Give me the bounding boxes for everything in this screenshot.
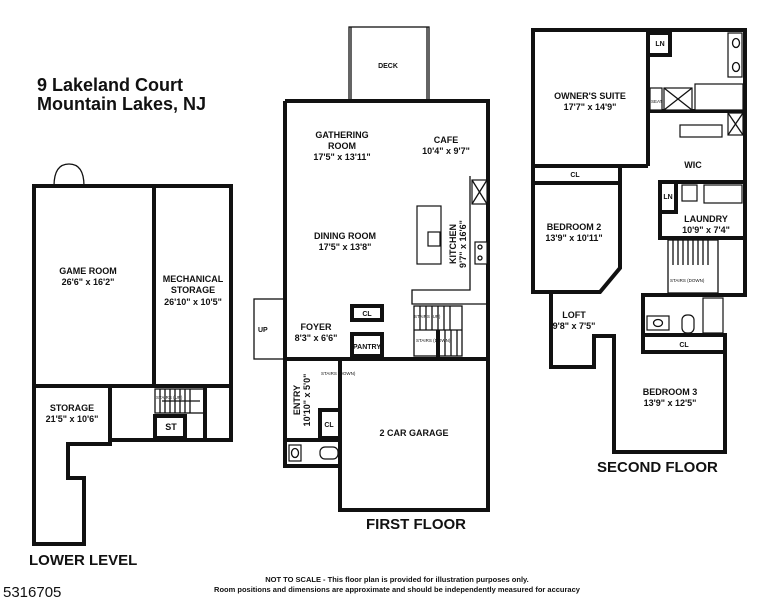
lower-stairs-label: STAIRS (UP) [156, 395, 183, 400]
lower-level-outline [32, 184, 233, 546]
storage-dim: 21'5" x 10'6" [46, 414, 99, 424]
bedroom3-name: BEDROOM 3 [643, 387, 698, 397]
cafe-dim: 10'4" x 9'7" [422, 146, 470, 156]
pantry [350, 332, 384, 358]
laundry-linen-label: LN [663, 194, 672, 201]
vanity [727, 32, 743, 78]
bedroom2-dim: 13'9" x 10'11" [545, 233, 602, 243]
bedroom3-closet [641, 333, 727, 354]
second-stairs-label: STAIRS (DOWN) [670, 278, 705, 283]
laundry-dim: 10'9" x 7'4" [682, 225, 730, 235]
garage-name: 2 CAR GARAGE [379, 428, 448, 438]
kitchen-dim: 9'7" x 16'6" [458, 220, 468, 268]
entry-closet-label: CL [324, 422, 334, 429]
bedroom3-dim: 13'9" x 12'5" [644, 398, 697, 408]
hall-tub [702, 297, 724, 334]
st-label: ST [165, 422, 177, 432]
suite-linen-label: LN [655, 41, 664, 48]
hall-toilet [681, 314, 695, 334]
deck-label: DECK [378, 63, 398, 70]
first-floor-west [283, 101, 340, 468]
seat-label: SEAT [651, 99, 663, 104]
mechanical-dim: 26'10" x 10'5" [164, 297, 222, 307]
tub [694, 83, 744, 111]
first-floor-plan: STAIRS (UP) STAIRS (DOWN) STAIRS (DOWN) … [253, 26, 490, 512]
laundry-name: LAUNDRY [684, 214, 728, 224]
front-porch [253, 298, 286, 360]
mechanical-name-1: MECHANICAL [163, 274, 224, 284]
disclaimer-line-2: Room positions and dimensions are approx… [214, 585, 581, 594]
first-stairs-up-label: STAIRS (UP) [414, 314, 441, 319]
second-floor-label: SECOND FLOOR [597, 459, 718, 476]
gathering-dim: 17'5" x 13'11" [313, 152, 370, 162]
game-room-dim: 26'6" x 16'2" [62, 277, 115, 287]
seat [649, 87, 663, 111]
suite-name: OWNER'S SUITE [554, 91, 626, 101]
bedroom2-walls [531, 166, 622, 294]
first-floor-label: FIRST FLOOR [366, 516, 466, 533]
bedroom3-closet-label: CL [679, 342, 689, 349]
bay-window [53, 163, 85, 187]
entry-name: ENTRY [292, 385, 302, 415]
storage-name: STORAGE [50, 403, 94, 413]
loft-dim: 9'8" x 7'5" [553, 321, 596, 331]
entry-stairs-label: STAIRS (DOWN) [321, 371, 356, 376]
lower-stairs [154, 388, 206, 414]
listing-id: 5316705 [3, 584, 61, 600]
kitchen-name: KITCHEN [448, 224, 458, 264]
first-stairs-down-label: STAIRS (DOWN) [416, 338, 451, 343]
first-floor-stairs [413, 305, 463, 357]
dining-name: DINING ROOM [314, 231, 376, 241]
suite-dim: 17'7" x 14'9" [564, 102, 617, 112]
lower-level-plan: STAIRS (UP) GAME ROOM 26'6" x 16'2" MECH… [32, 163, 233, 546]
foyer-name: FOYER [300, 322, 332, 332]
second-floor-stairs [667, 239, 719, 294]
kitchen-counter [411, 176, 488, 305]
sink [288, 444, 302, 462]
bedroom2-closet-label: CL [570, 172, 580, 179]
second-floor-plan: STAIRS (DOWN) LN SEAT OWNER'S SUITE 17'7… [531, 28, 747, 454]
lower-level-label: LOWER LEVEL [29, 552, 137, 569]
dining-dim: 17'5" x 13'8" [319, 242, 372, 252]
loft-name: LOFT [562, 310, 586, 320]
wic-label: WIC [684, 160, 702, 170]
address-line-2: Mountain Lakes, NJ [37, 94, 206, 114]
disclaimer-line-1: NOT TO SCALE - This floor plan is provid… [265, 575, 529, 584]
second-floor-outline [531, 28, 747, 454]
entry-dim: 10'10" x 5'0" [302, 374, 312, 427]
foyer-closet-label: CL [362, 311, 372, 318]
porch-up-label: UP [258, 327, 268, 334]
pantry-label: PANTRY [353, 344, 381, 351]
game-room-name: GAME ROOM [59, 266, 117, 276]
washer-dryer [703, 184, 743, 204]
foyer-dim: 8'3" x 6'6" [295, 333, 338, 343]
bedroom2-name: BEDROOM 2 [547, 222, 602, 232]
cafe-name: CAFE [434, 135, 459, 145]
entry-closet [318, 408, 342, 440]
hall-sink [646, 315, 670, 331]
first-floor-outline [285, 99, 490, 512]
linen-closet [646, 31, 672, 57]
gathering-name-2: ROOM [328, 141, 356, 151]
mechanical-name-2: STORAGE [171, 285, 215, 295]
st-closet [153, 414, 187, 440]
foyer-closet [350, 304, 384, 322]
wic-island [679, 124, 723, 138]
laundry-linen [658, 180, 678, 214]
laundry-sink [681, 184, 698, 202]
gathering-name-1: GATHERING [315, 130, 368, 140]
toilet [319, 446, 339, 460]
address-line-1: 9 Lakeland Court [37, 75, 183, 95]
